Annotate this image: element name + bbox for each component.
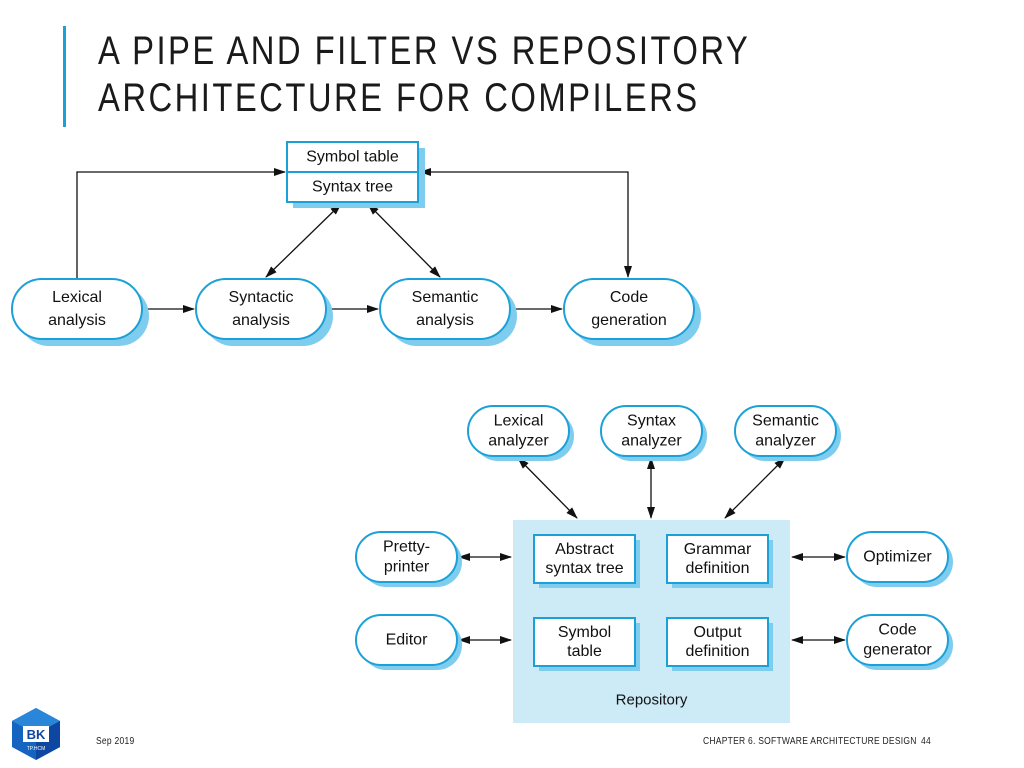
tool-syntax-analyzer-label-2: analyzer <box>621 433 682 450</box>
repo-item-abstract-syntax-tree-label-2: syntax tree <box>545 560 623 577</box>
footer-page-number: 44 <box>921 736 931 747</box>
tool-optimizer: Optimizer <box>846 531 953 587</box>
tool-code-generator: Code generator <box>846 614 953 670</box>
repo-item-symbol-table: Symbol table <box>533 617 640 671</box>
tool-lexical-analyzer-label-2: analyzer <box>488 433 549 450</box>
repo-item-grammar-definition-label-1: Grammar <box>684 541 752 558</box>
logo-text: BK <box>27 727 46 742</box>
repo-item-symbol-table-label-1: Symbol <box>558 624 611 641</box>
store-symbol-table: Symbol table <box>306 149 399 166</box>
repo-item-output-definition: Output definition <box>666 617 773 671</box>
repo-item-grammar-definition-label-2: definition <box>685 560 749 577</box>
stage-syntactic-analysis: Syntactic analysis <box>195 278 333 346</box>
stage-semantic-analysis-label-1: Semantic <box>412 289 479 306</box>
tool-semantic-analyzer-label-2: analyzer <box>755 433 816 450</box>
tool-editor-label-1: Editor <box>386 632 428 649</box>
tool-pretty-printer: Pretty-printer <box>355 531 462 587</box>
stage-lexical-analysis-label-2: analysis <box>48 312 106 329</box>
repo-item-output-definition-label-1: Output <box>693 624 742 641</box>
store-arrow-lexical <box>76 168 286 279</box>
stage-semantic-analysis-label-2: analysis <box>416 312 474 329</box>
stage-syntactic-analysis-label-1: Syntactic <box>229 289 294 306</box>
tool-code-generator-label-2: generator <box>863 642 932 659</box>
logo-subtext: TP.HCM <box>27 746 46 752</box>
page-title: A PIPE AND FILTER VS REPOSITORY ARCHITEC… <box>98 29 750 120</box>
footer-chapter: CHAPTER 6. SOFTWARE ARCHITECTURE DESIGN <box>703 736 917 747</box>
tool-code-generator-label-1: Code <box>878 622 916 639</box>
tool-pretty-printer-label-2: printer <box>384 559 430 576</box>
tool-semantic-analyzer: Semantic analyzer <box>734 405 841 461</box>
store-arrow-semantic <box>367 203 441 278</box>
repo-item-grammar-definition: Grammar definition <box>666 534 773 588</box>
title-accent-bar <box>63 26 66 127</box>
footer-date: Sep 2019 <box>96 736 135 747</box>
university-logo: BK TP.HCM <box>12 708 60 760</box>
stage-semantic-analysis: Semantic analysis <box>379 278 517 346</box>
tool-editor: Editor <box>355 614 462 670</box>
tool-lexical-analyzer-label-1: Lexical <box>494 413 544 430</box>
store-arrow-codegen <box>419 168 632 278</box>
store-syntax-tree: Syntax tree <box>312 179 393 196</box>
stage-lexical-analysis: Lexical analysis <box>11 278 149 346</box>
stage-syntactic-analysis-label-2: analysis <box>232 312 290 329</box>
repo-item-abstract-syntax-tree: Abstract syntax tree <box>533 534 640 588</box>
store-arrow-syntactic <box>265 203 342 278</box>
stage-code-generation: Code generation <box>563 278 701 346</box>
tool-pretty-printer-label-1: Pretty- <box>383 539 430 556</box>
repo-item-output-definition-label-2: definition <box>685 643 749 660</box>
tool-lexical-analyzer: Lexical analyzer <box>467 405 574 461</box>
repo-arrow-lexical <box>517 457 578 519</box>
tool-optimizer-label-1: Optimizer <box>863 549 932 566</box>
stage-code-generation-label-2: generation <box>591 312 667 329</box>
repository-label: Repository <box>616 692 688 709</box>
repo-arrow-semantic <box>724 457 786 519</box>
repo-item-abstract-syntax-tree-label-1: Abstract <box>555 541 614 558</box>
tool-syntax-analyzer-label-1: Syntax <box>627 413 676 430</box>
repo-item-symbol-table-label-2: table <box>567 643 602 660</box>
stage-code-generation-label-1: Code <box>610 289 648 306</box>
stage-lexical-analysis-label-1: Lexical <box>52 289 102 306</box>
tool-semantic-analyzer-label-1: Semantic <box>752 413 819 430</box>
tool-syntax-analyzer: Syntax analyzer <box>600 405 707 461</box>
